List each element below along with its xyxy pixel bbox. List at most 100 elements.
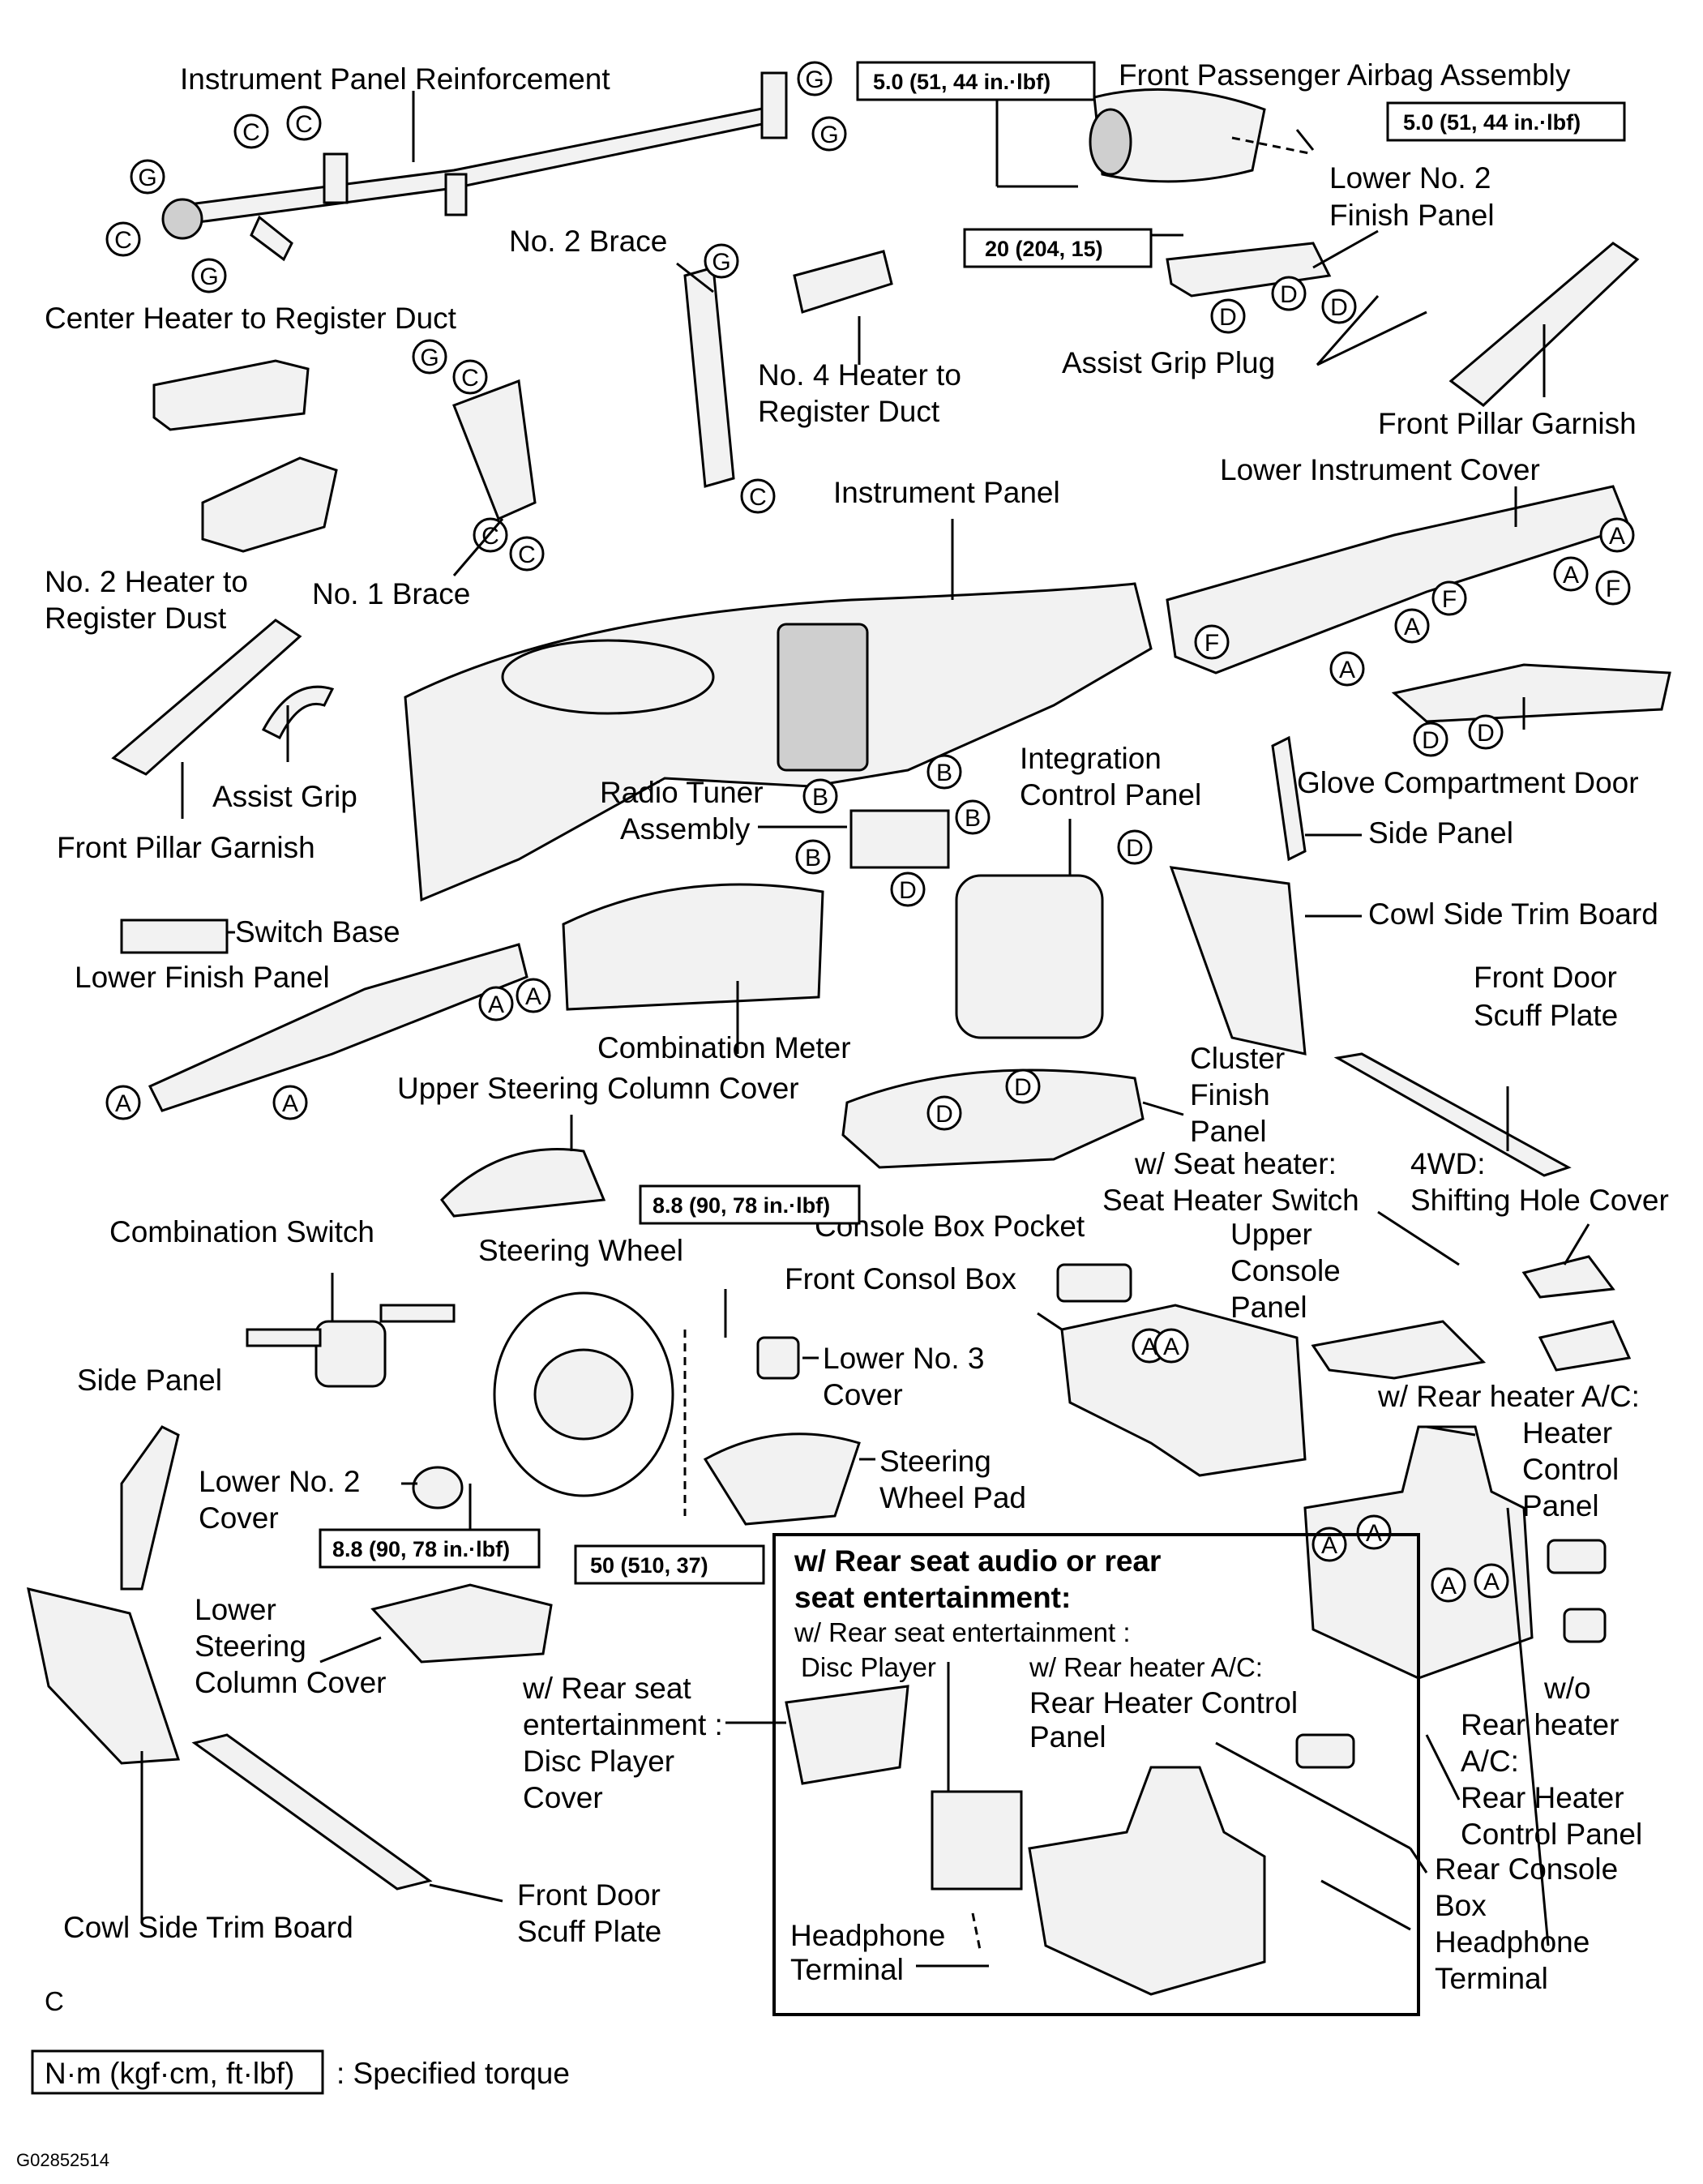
label-lower-no3-cover-line2: Cover — [823, 1378, 903, 1411]
torque-value-5: 8.8 (90, 78 in.·lbf) — [332, 1537, 510, 1561]
inset-sub-line4: Rear Heater Control — [1029, 1686, 1298, 1719]
marker-circle-d — [1210, 298, 1246, 334]
lower-no2-cover-part — [412, 1466, 464, 1510]
label-front-passenger-airbag: Front Passenger Airbag Assembly — [1119, 58, 1571, 92]
marker-letter-b: B — [812, 784, 828, 811]
label-seat-heater-line2: Seat Heater Switch — [1102, 1184, 1359, 1217]
marker-letter-a: A — [1609, 523, 1625, 550]
label-rear-heater-ac-line2: Heater — [1522, 1416, 1612, 1450]
label-headphone-right-line2: Terminal — [1435, 1962, 1548, 1995]
marker-letter-g: G — [819, 122, 838, 148]
marker-letter-d: D — [1422, 727, 1440, 754]
cluster-finish-panel-part — [841, 1068, 1145, 1169]
label-cluster-finish-line3: Panel — [1190, 1115, 1267, 1148]
label-upper-console-line2: Console — [1230, 1254, 1341, 1287]
label-lower-no2-cover-line1: Lower No. 2 — [199, 1465, 361, 1498]
marker-letter-d: D — [1126, 835, 1144, 862]
marker-letter-d: D — [935, 1101, 953, 1128]
marker-letter-a: A — [1141, 1334, 1157, 1360]
torque-specs: 5.0 (51, 44 in.·lbf) 5.0 (51, 44 in.·lbf… — [319, 61, 1626, 1585]
no4-heater-duct-part — [793, 250, 893, 314]
label-cluster-finish-line1: Cluster — [1190, 1042, 1285, 1075]
label-integration-control-line1: Integration — [1020, 742, 1162, 775]
front-pillar-garnish-left-part — [111, 619, 302, 776]
lower-finish-panel-part — [148, 943, 528, 1112]
front-passenger-airbag-part — [1089, 88, 1266, 183]
label-wo-rear-heater-line3: A/C: — [1461, 1745, 1519, 1778]
rear-seat-entertainment-inset: w/ Rear seat audio or rear seat entertai… — [772, 1533, 1420, 2016]
disc-player-cover-part — [785, 1685, 909, 1785]
marker-letter-g: G — [420, 345, 439, 371]
marker-letter-a: A — [488, 991, 504, 1018]
glove-compartment-door-part — [1391, 663, 1671, 723]
marker-circle-a — [1356, 1514, 1392, 1550]
torque-box-1 — [856, 61, 1096, 101]
label-assist-grip-plug: Assist Grip Plug — [1062, 346, 1275, 379]
marker-circle-c — [452, 359, 488, 395]
label-front-pillar-garnish-left: Front Pillar Garnish — [57, 831, 315, 864]
label-rear-heater-ac-line3: Control — [1522, 1453, 1619, 1486]
marker-circle-d — [1117, 829, 1153, 865]
inset-title-line1: w/ Rear seat audio or rear — [794, 1544, 1161, 1578]
marker-letter-a: A — [1483, 1569, 1500, 1595]
label-front-consol-box: Front Consol Box — [785, 1262, 1016, 1295]
marker-circle-a — [1553, 556, 1589, 592]
marker-circle-f — [1194, 624, 1230, 660]
label-cowl-side-trim-left: Cowl Side Trim Board — [63, 1911, 353, 1944]
label-cowl-side-trim-right: Cowl Side Trim Board — [1368, 897, 1658, 931]
marker-letter-f: F — [1606, 576, 1620, 602]
no1-brace-part — [452, 379, 537, 521]
marker-circle-c — [233, 113, 269, 149]
inset-title-line2: seat entertainment: — [794, 1581, 1071, 1614]
front-door-scuff-right-part — [1333, 1052, 1572, 1177]
marker-letter-g: G — [199, 263, 218, 290]
label-switch-base: Switch Base — [235, 915, 400, 949]
marker-circle-b — [926, 754, 962, 790]
label-instrument-panel: Instrument Panel — [833, 476, 1060, 509]
label-rear-console-box-line1: Rear Console — [1435, 1852, 1618, 1886]
label-disc-player-cover-line1: w/ Rear seat — [522, 1672, 691, 1705]
marker-circle-f — [1595, 570, 1631, 606]
label-wo-rear-heater-line2: Rear heater — [1461, 1708, 1619, 1741]
label-upper-console-line1: Upper — [1230, 1218, 1312, 1251]
marker-letter-a: A — [1321, 1532, 1337, 1559]
integration-control-panel-part — [955, 874, 1104, 1039]
label-front-door-scuff-right-line1: Front Door — [1474, 961, 1617, 994]
marker-letter-a: A — [1404, 614, 1420, 640]
inset-sub-line1: w/ Rear seat entertainment : — [794, 1617, 1131, 1647]
leader-lines — [140, 91, 1590, 1968]
marker-letter-a: A — [1563, 562, 1579, 589]
switch-base-part — [120, 919, 229, 954]
marker-circle-a — [1153, 1328, 1189, 1364]
center-heater-duct-part — [152, 359, 310, 431]
marker-letter-d: D — [899, 877, 917, 904]
marker-circle-a — [1329, 651, 1365, 687]
upper-steering-column-cover-part — [440, 1148, 606, 1218]
marker-circle-a — [1474, 1563, 1509, 1599]
label-cluster-finish-line2: Finish — [1190, 1078, 1270, 1111]
marker-circle-a — [516, 978, 551, 1013]
marker-circle-g — [797, 61, 832, 96]
marker-letter-a: A — [115, 1090, 131, 1117]
torque-value-3: 20 (204, 15) — [985, 237, 1103, 261]
side-panel-right-part — [1271, 735, 1307, 862]
front-consol-box-part — [1060, 1304, 1307, 1477]
label-wo-rear-heater-line4: Rear Heater — [1461, 1781, 1624, 1814]
label-lower-steering-col-line2: Steering — [195, 1629, 306, 1663]
label-wo-rear-heater-line5: Control Panel — [1461, 1818, 1642, 1851]
marker-letter-d: D — [1219, 304, 1237, 331]
marker-letter-f: F — [1205, 630, 1219, 657]
rear-console-box-inset-part — [1028, 1766, 1266, 1996]
marker-circle-d — [1321, 289, 1357, 324]
torque-box-2 — [1386, 101, 1626, 142]
label-lower-finish-panel: Lower Finish Panel — [75, 961, 330, 994]
marker-circle-a — [478, 986, 514, 1021]
label-lower-instrument-cover: Lower Instrument Cover — [1220, 453, 1540, 486]
label-steering-wheel-pad-line1: Steering — [879, 1445, 991, 1478]
label-assist-grip: Assist Grip — [212, 780, 357, 813]
part-labels: Instrument Panel Reinforcement Front Pas… — [16, 58, 1669, 2170]
label-instrument-panel-reinforcement: Instrument Panel Reinforcement — [180, 62, 610, 96]
label-lower-steering-col-line3: Column Cover — [195, 1666, 386, 1699]
label-headphone-right-line1: Headphone — [1435, 1925, 1590, 1959]
